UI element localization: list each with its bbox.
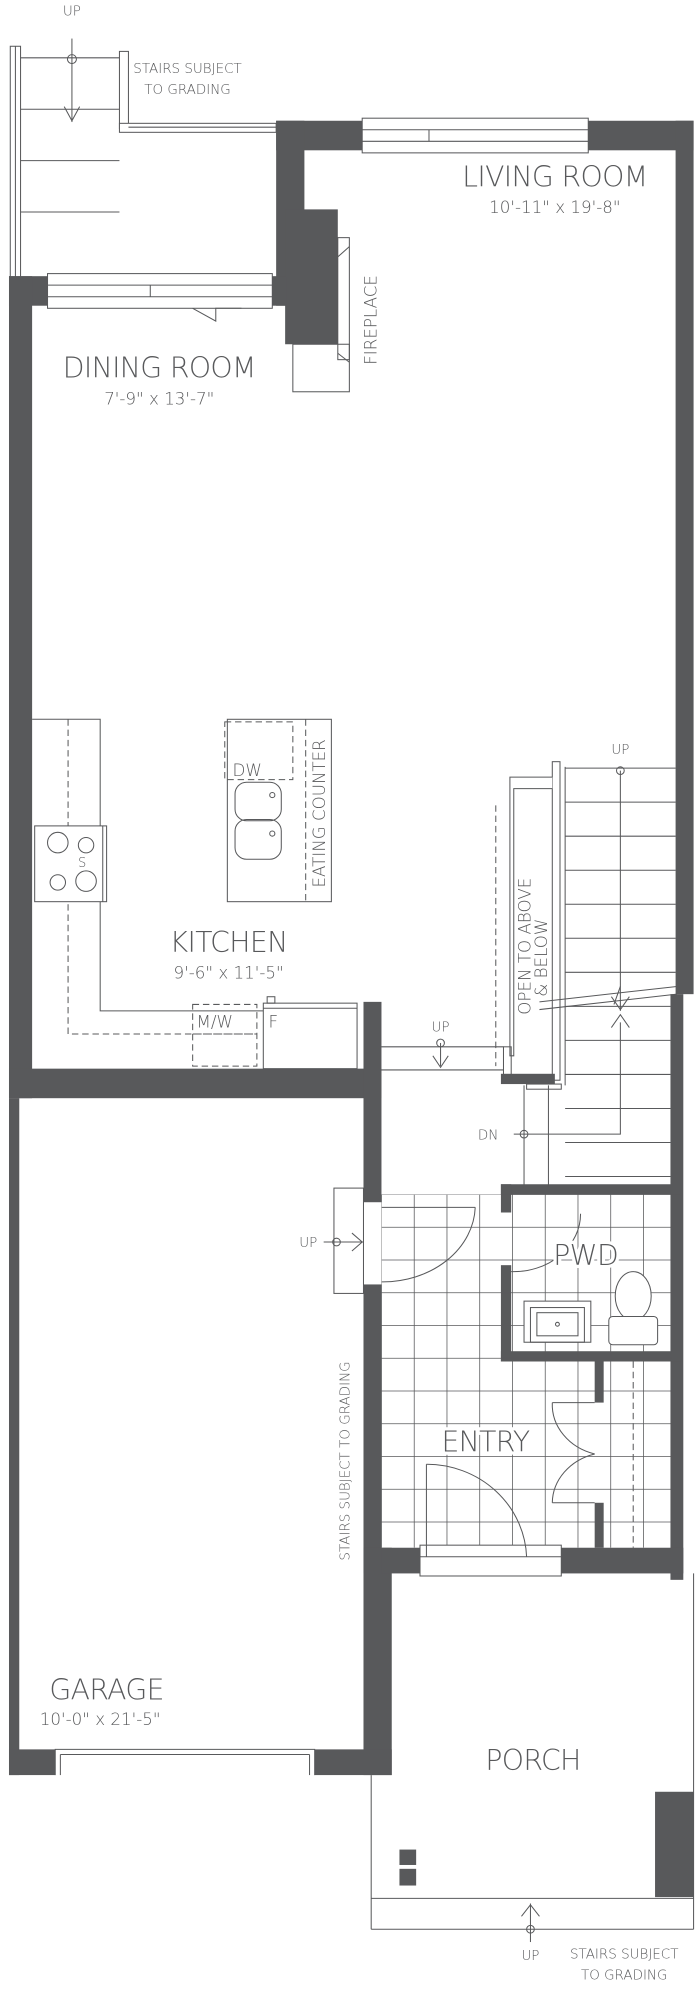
side-door-up-label: UP (299, 1235, 317, 1251)
garage-label: GARAGE (49, 1673, 163, 1706)
main-stairs (381, 761, 677, 1189)
main-stairs-up-label: UP (611, 742, 629, 758)
fridge (262, 996, 358, 1070)
living-room-window (361, 117, 589, 154)
rear-stairs-note-line1: STAIRS SUBJECT (133, 61, 241, 77)
living-room-label: LIVING ROOM (462, 160, 647, 193)
porch-stairs-up-label: UP (521, 1948, 539, 1964)
entry-label: ENTRY (441, 1425, 529, 1458)
porch-stairs-note-line1: STAIRS SUBJECT (570, 1947, 678, 1963)
rear-stairs (9, 38, 277, 278)
eating-counter-label: EATING COUNTER (310, 739, 329, 887)
porch-stairs-note-line2: TO GRADING (581, 1967, 667, 1983)
kitchen-dims: 9'-6" x 11'-5" (174, 964, 284, 983)
fireplace-label: FIREPLACE (361, 275, 380, 365)
living-room-dims: 10'-11" x 19'-8" (489, 198, 620, 217)
dishwasher-label: DW (232, 761, 261, 780)
step-up-label: UP (432, 1019, 450, 1035)
microwave-label: M/W (197, 1013, 234, 1032)
stove (34, 825, 108, 903)
arrow-right-icon (351, 1232, 363, 1252)
dining-room-window (47, 273, 273, 323)
rear-stairs-up-label: UP (63, 3, 81, 19)
garage-dims: 10'-0" x 21'-5" (40, 1710, 161, 1729)
arrow-down-icon (63, 106, 81, 122)
pwd-label: PWD (553, 1239, 618, 1272)
fireplace (292, 237, 350, 393)
main-stairs-dn-label: DN (478, 1127, 498, 1143)
open-to-above-label-line1: OPEN TO ABOVE (515, 878, 534, 1015)
dining-room-dims: 7'-9" x 13'-7" (104, 390, 214, 409)
tile-floor (381, 1194, 672, 1548)
arrow-down-icon (432, 1055, 449, 1069)
side-stairs-note: STAIRS SUBJECT TO GRADING (337, 1361, 353, 1560)
dining-room-label: DINING ROOM (63, 352, 256, 385)
open-to-above-label-line2: & BELOW (532, 919, 551, 997)
garage-door (54, 1748, 316, 1776)
arrow-up-icon (521, 1903, 540, 1917)
rear-stairs-note-line2: TO GRADING (144, 82, 230, 98)
kitchen-island (224, 718, 332, 903)
porch (370, 1573, 695, 1943)
walls (8, 120, 694, 1898)
stove-label: S (78, 856, 86, 871)
microwave (192, 1003, 258, 1067)
pwd-fixtures (523, 1271, 659, 1346)
arrow-up-icon (610, 1013, 630, 1028)
porch-label: PORCH (485, 1744, 580, 1777)
kitchen-label: KITCHEN (170, 926, 288, 959)
doors (323, 1187, 634, 1577)
fridge-label: F (268, 1013, 278, 1032)
